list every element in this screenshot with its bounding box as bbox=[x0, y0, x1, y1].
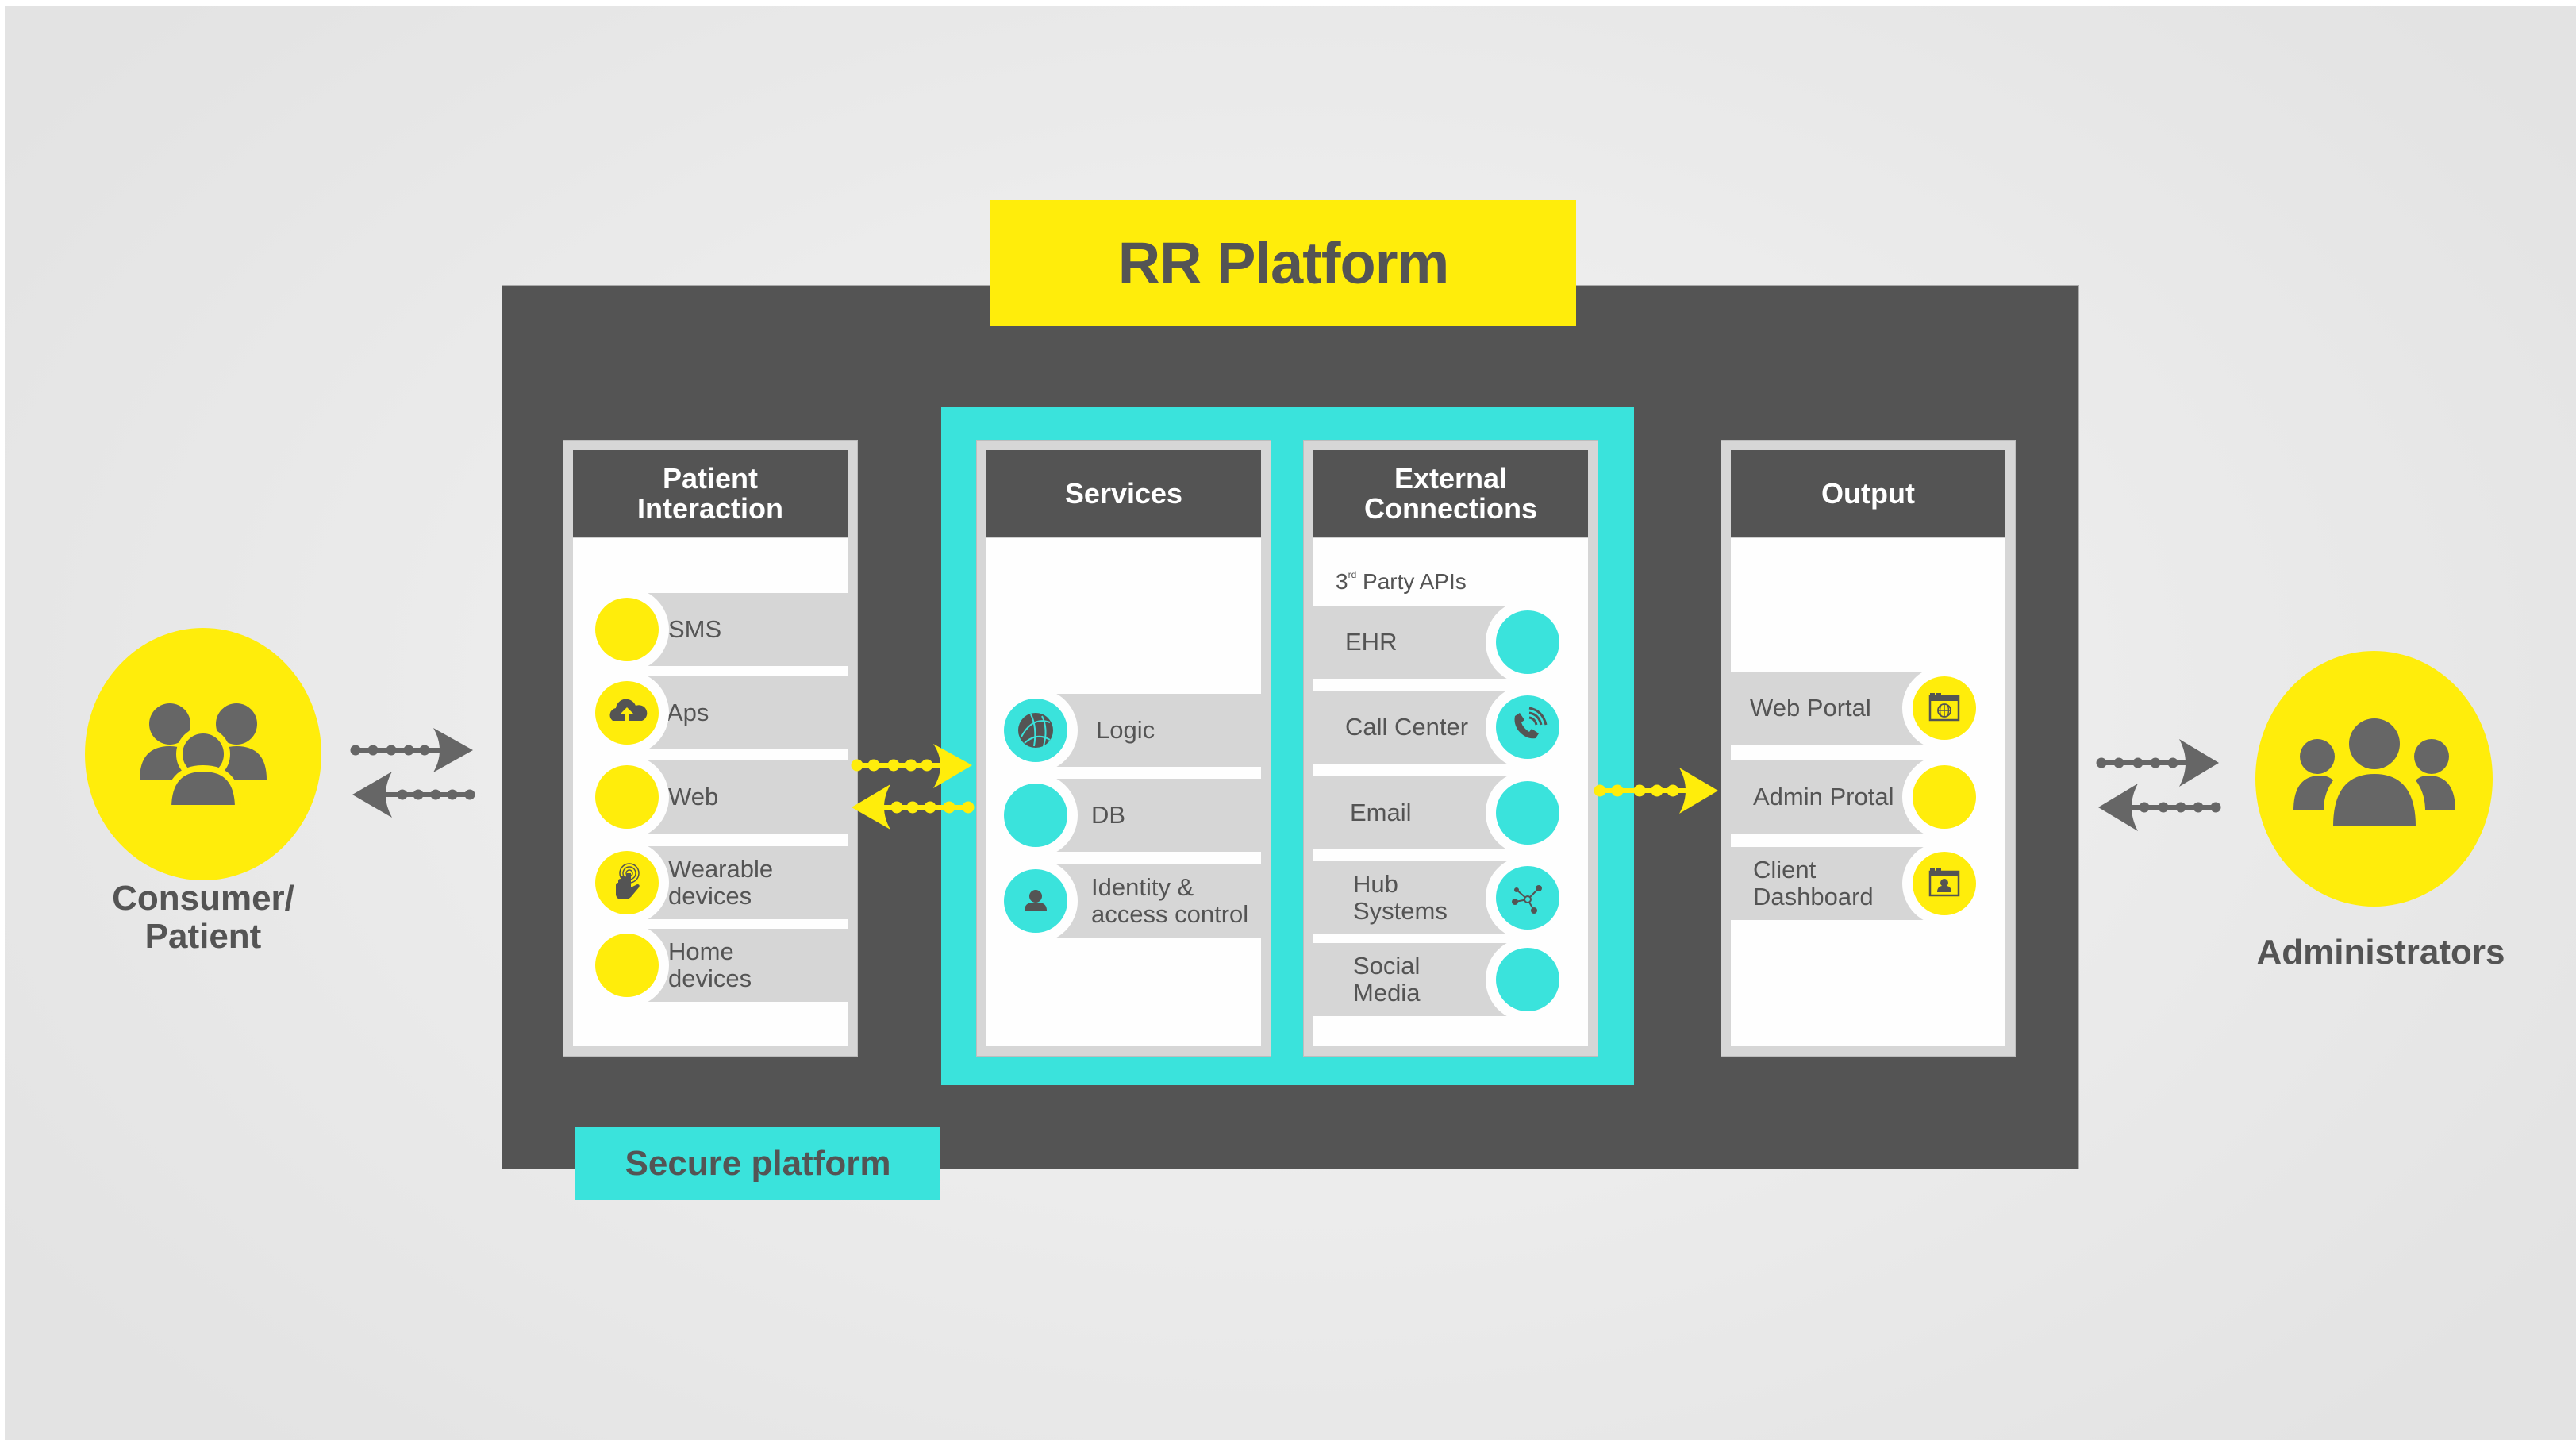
item-label: Admin Protal bbox=[1753, 783, 1894, 810]
item-badge-sms bbox=[595, 598, 659, 661]
item-label: Aps bbox=[667, 699, 709, 726]
arrow-from-administrators bbox=[2098, 784, 2221, 831]
list-item-ehr[interactable]: EHR bbox=[1313, 606, 1509, 679]
item-label: Identity & access control bbox=[1091, 873, 1249, 928]
list-item-logic[interactable]: Logic bbox=[1042, 694, 1261, 767]
ordinal-number: 3 bbox=[1336, 569, 1348, 594]
item-badge-call-center bbox=[1496, 695, 1559, 759]
panel-body: Output Web Portal Admin Protal Client Da… bbox=[1731, 450, 2005, 1046]
item-badge-identity bbox=[1004, 869, 1067, 933]
list-item-social-media[interactable]: Social Media bbox=[1313, 943, 1509, 1016]
item-label: EHR bbox=[1345, 628, 1398, 656]
item-badge-db bbox=[1004, 784, 1067, 847]
list-item-web-portal[interactable]: Web Portal bbox=[1731, 672, 1926, 745]
group-users-icon bbox=[2293, 718, 2455, 826]
list-item-email[interactable]: Email bbox=[1313, 776, 1509, 849]
touch-hand-icon bbox=[616, 863, 640, 899]
phone-call-icon bbox=[1514, 707, 1548, 739]
user-icon bbox=[1025, 890, 1047, 911]
arrow-to-platform-left bbox=[350, 728, 473, 772]
item-badge-web bbox=[595, 765, 659, 829]
panel-title: Patient Interaction bbox=[636, 461, 784, 525]
item-badge-wearable bbox=[595, 851, 659, 914]
platform-title: RR Platform bbox=[1117, 230, 1450, 296]
item-label: DB bbox=[1091, 801, 1126, 829]
list-item-client-dashboard[interactable]: Client Dashboard bbox=[1731, 847, 1926, 920]
panel-body: External Connections 3rd Party APIs EHR … bbox=[1313, 450, 1588, 1046]
panel-header: Services bbox=[986, 450, 1261, 538]
ordinal-suffix: rd bbox=[1348, 569, 1357, 580]
arrow-to-administrators bbox=[2096, 739, 2219, 787]
hub-network-icon bbox=[1512, 885, 1542, 914]
arrow-services-to-patient bbox=[852, 784, 975, 830]
list-item-call-center[interactable]: Call Center bbox=[1313, 691, 1509, 764]
globe-network-icon bbox=[1018, 713, 1053, 748]
third-party-apis-heading: 3rd Party APIs bbox=[1336, 569, 1467, 595]
panel-title: External Connections bbox=[1363, 461, 1537, 525]
list-item-wearable[interactable]: Wearable devices bbox=[638, 846, 848, 919]
secure-platform-badge: Secure platform bbox=[575, 1127, 940, 1200]
item-label: Email bbox=[1350, 799, 1412, 826]
item-badge-web-portal bbox=[1913, 676, 1976, 740]
arrow-patient-to-services bbox=[851, 744, 972, 788]
platform-title-box: RR Platform bbox=[990, 200, 1576, 326]
panel-patient-interaction: Patient Interaction SMS Aps Web Wearable… bbox=[563, 440, 858, 1057]
item-label: Web Portal bbox=[1750, 694, 1871, 722]
list-item-sms[interactable]: SMS bbox=[638, 593, 848, 666]
secure-platform-label: Secure platform bbox=[625, 1144, 891, 1183]
consumer-patient-avatar[interactable] bbox=[85, 628, 321, 880]
item-badge-admin-portal bbox=[1913, 765, 1976, 829]
panel-output: Output Web Portal Admin Protal Client Da… bbox=[1721, 440, 2016, 1057]
item-label: Hub Systems bbox=[1353, 870, 1448, 925]
panel-external-connections: External Connections 3rd Party APIs EHR … bbox=[1303, 440, 1598, 1057]
list-item-home-devices[interactable]: Home devices bbox=[638, 929, 848, 1002]
arrow-external-to-output bbox=[1594, 768, 1718, 814]
panel-body: Services Logic DB Identity & access cont… bbox=[986, 450, 1261, 1046]
list-item-identity[interactable]: Identity & access control bbox=[1042, 864, 1261, 938]
panel-title: Output bbox=[1821, 476, 1915, 510]
panel-header: External Connections bbox=[1313, 450, 1588, 538]
item-label: SMS bbox=[668, 615, 722, 643]
consumer-patient-label: Consumer/ Patient bbox=[112, 879, 294, 956]
item-label: Logic bbox=[1096, 716, 1155, 744]
list-item-aps[interactable]: Aps bbox=[638, 676, 848, 749]
browser-user-icon bbox=[1928, 868, 1960, 897]
panel-header: Patient Interaction bbox=[573, 450, 848, 538]
panel-services: Services Logic DB Identity & access cont… bbox=[976, 440, 1271, 1057]
item-badge-logic bbox=[1004, 699, 1067, 762]
cloud-upload-icon bbox=[609, 699, 648, 721]
item-label: Web bbox=[668, 783, 719, 810]
item-badge-aps bbox=[595, 681, 659, 745]
panel-header: Output bbox=[1731, 450, 2005, 538]
item-label: Client Dashboard bbox=[1753, 856, 1874, 911]
item-badge-home-devices bbox=[595, 934, 659, 997]
list-item-web[interactable]: Web bbox=[638, 760, 848, 834]
item-badge-ehr bbox=[1496, 610, 1559, 674]
item-badge-hub-systems bbox=[1496, 866, 1559, 930]
group-users-icon bbox=[140, 703, 267, 811]
arrow-from-platform-left bbox=[352, 772, 475, 818]
panel-title: Services bbox=[1064, 476, 1183, 510]
panel-body: Patient Interaction SMS Aps Web Wearable… bbox=[573, 450, 848, 1046]
administrators-avatar[interactable] bbox=[2255, 651, 2493, 907]
item-label: Social Media bbox=[1353, 952, 1421, 1007]
heading-text: Party APIs bbox=[1356, 569, 1467, 594]
item-badge-social-media bbox=[1496, 948, 1559, 1011]
administrators-label: Administrators bbox=[2256, 933, 2505, 972]
item-label: Wearable devices bbox=[668, 855, 774, 910]
item-badge-client-dashboard bbox=[1913, 852, 1976, 915]
browser-globe-icon bbox=[1928, 693, 1960, 722]
list-item-admin-portal[interactable]: Admin Protal bbox=[1731, 760, 1926, 834]
list-item-hub-systems[interactable]: Hub Systems bbox=[1313, 861, 1509, 934]
list-item-db[interactable]: DB bbox=[1042, 779, 1261, 852]
item-label: Call Center bbox=[1345, 713, 1469, 741]
item-badge-email bbox=[1496, 781, 1559, 845]
item-label: Home devices bbox=[668, 938, 752, 992]
